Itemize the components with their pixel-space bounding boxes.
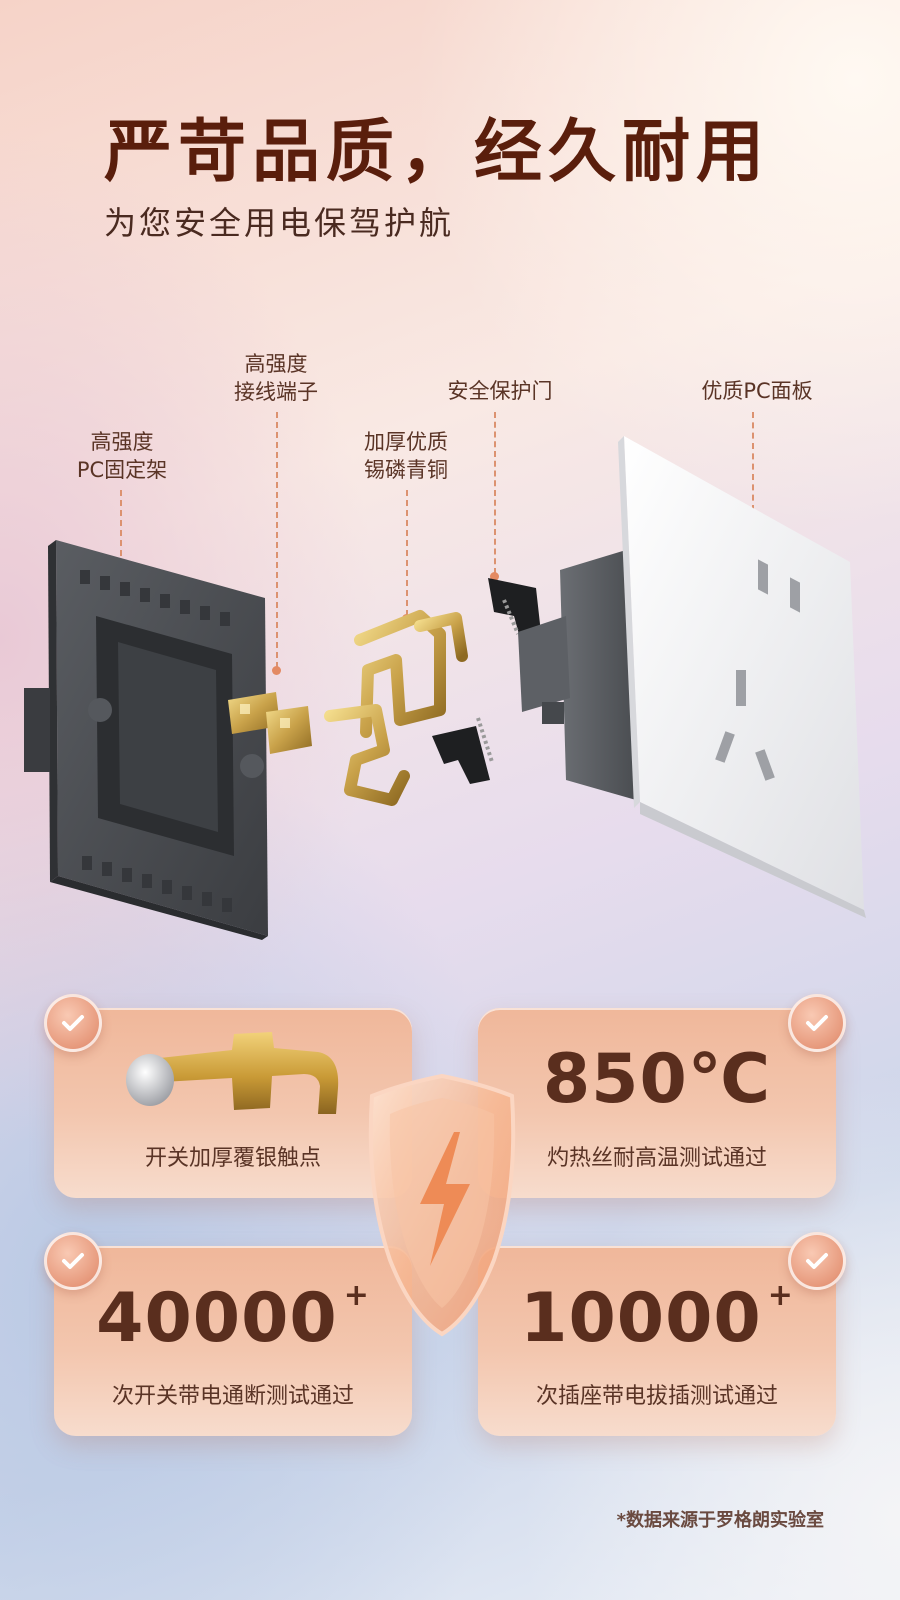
callout-safety-door: 安全保护门 <box>447 379 553 403</box>
bronze-contacts <box>324 610 468 806</box>
switch-test-number: 40000 <box>96 1279 338 1358</box>
page-headline: 严苛品质，经久耐用 <box>104 113 771 192</box>
leader-safety-door <box>494 412 496 574</box>
card-silver-contact: 开关加厚覆银触点 <box>44 994 412 1198</box>
temperature-value: 850℃ <box>542 1040 772 1119</box>
lightning-shield-icon <box>368 1073 516 1337</box>
socket-mechanism <box>518 550 636 800</box>
callout-bronze: 加厚优质 锡磷青铜 <box>364 430 448 482</box>
check-badge-icon <box>44 994 102 1052</box>
leader-terminal <box>276 412 278 668</box>
check-badge-icon <box>788 994 846 1052</box>
leader-panel <box>752 412 754 542</box>
card-temperature: 850℃ 灼热丝耐高温测试通过 <box>478 994 846 1198</box>
page-subline: 为您安全用电保驾护航 <box>104 204 455 242</box>
terminal-blocks <box>228 692 312 754</box>
switch-test-suffix: + <box>343 1278 370 1313</box>
check-badge-icon <box>44 1232 102 1290</box>
callout-fixing-frame: 高强度 PC固定架 <box>76 430 168 482</box>
leader-bronze <box>406 490 408 616</box>
leader-dot-safety-door <box>490 572 499 581</box>
leader-dot-terminal <box>272 666 281 675</box>
callout-panel: 优质PC面板 <box>701 379 813 403</box>
callout-terminal: 高强度 接线端子 <box>234 352 318 404</box>
check-badge-icon <box>788 1232 846 1290</box>
card-switch-test: 40000+ 次开关带电通断测试通过 <box>44 1232 412 1436</box>
exploded-socket-illustration <box>24 436 866 940</box>
contact-caption: 开关加厚覆银触点 <box>144 1146 321 1171</box>
data-source-footnote: *数据来源于罗格朗实验室 <box>616 1510 824 1531</box>
temperature-caption: 灼热丝耐高温测试通过 <box>546 1146 767 1171</box>
leader-fixing-frame <box>120 490 122 586</box>
plug-test-caption: 次插座带电拔插测试通过 <box>535 1384 778 1409</box>
switch-test-value: 40000+ <box>54 1278 412 1358</box>
plug-test-number: 10000 <box>520 1279 762 1358</box>
plug-test-suffix: + <box>767 1278 794 1313</box>
pc-fixing-frame <box>24 540 268 940</box>
pc-front-panel <box>618 436 866 918</box>
card-plug-test: 10000+ 次插座带电拔插测试通过 <box>478 1232 846 1436</box>
plug-test-value: 10000+ <box>478 1278 836 1358</box>
silver-contact-illustration <box>126 1032 339 1114</box>
safety-door-parts <box>432 578 542 784</box>
switch-test-caption: 次开关带电通断测试通过 <box>111 1384 354 1409</box>
